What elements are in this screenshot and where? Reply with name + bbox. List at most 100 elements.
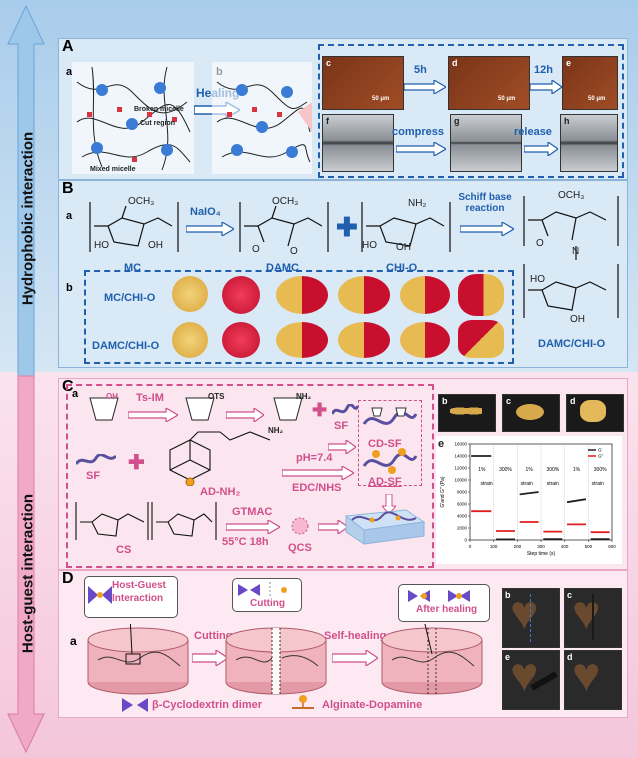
hydrogel-disk-2 [225, 627, 327, 695]
product-label: DAMC/CHI-O [538, 338, 606, 350]
gel-photo-1 [172, 276, 208, 312]
mc-och3: OCH₃ [128, 196, 155, 207]
y-axis-label: G'and G'' (Pa) [440, 476, 446, 508]
ad-nh2-label: AD-NH₂ [200, 486, 241, 498]
c-photo-b-label: b [442, 396, 448, 406]
strain-percent-annotation: 300% [546, 467, 559, 473]
x-tick-label: 300 [537, 544, 545, 549]
time-5h-label: 5h [414, 64, 427, 76]
gel-photo-2 [222, 276, 260, 314]
microscope-photo-c [322, 56, 404, 110]
strain-annotation: strain [547, 481, 559, 487]
rheology-chart-panel [436, 436, 622, 564]
cyclodextrin-oh-icon [89, 397, 119, 421]
broken-micelle-label: Broken micelle [134, 106, 184, 113]
c-plus-icon: ✚ [312, 400, 328, 420]
qcs-label: QCS [288, 542, 312, 554]
panel-b-label: B [62, 180, 74, 197]
y-tick-label: 2000 [457, 526, 468, 531]
cutting-arrow-icon [192, 650, 228, 666]
mixed-micelle-label: Mixed micelle [90, 166, 136, 173]
naio4-arrow-icon [186, 222, 234, 236]
panel-b-photo-box [84, 270, 514, 364]
qcs-gel-healed [516, 404, 544, 420]
x-tick-label: 100 [490, 544, 498, 549]
after-healing-callout [398, 584, 490, 622]
cyclodextrin-nh2-icon [273, 397, 303, 421]
gel-photo-4 [338, 276, 390, 314]
naio4-label: NaIO₄ [190, 206, 221, 218]
y-tick-label: 8000 [457, 490, 468, 495]
x-tick-label: 400 [561, 544, 569, 549]
adamantane-structure [169, 431, 271, 486]
sf-chain-icon-2 [76, 454, 116, 466]
cd-sf-box [358, 400, 422, 486]
legend-bowtie-icon [122, 698, 148, 712]
gtmac-label: GTMAC [232, 506, 273, 518]
strain-annotation: strain [521, 481, 533, 487]
y-tick-label: 16000 [454, 442, 467, 447]
chi-o-oh: OH [396, 242, 411, 253]
strain-percent-annotation: 1% [478, 467, 486, 473]
cd-sf-label: CD-SF [368, 438, 402, 450]
x-axis-label: Step time (s) [527, 551, 556, 557]
after-healing-label: After healing [416, 604, 478, 615]
photo-g-label: g [454, 116, 460, 126]
cd-sf-product-icon [362, 407, 418, 425]
sf-label-bottom: SF [86, 470, 101, 482]
gel-photo-3 [276, 276, 328, 314]
qcs-arrow-icon [318, 520, 348, 534]
arrow-g-h-icon [524, 142, 558, 156]
c-oh-label: OH [106, 392, 118, 401]
gel-photo-7 [172, 322, 208, 358]
plus-icon: ✚ [336, 212, 358, 242]
d-photo-e-label: e [505, 652, 511, 662]
microscope-photo-e [562, 56, 618, 110]
ph-arrow-icon [282, 466, 354, 480]
product-och3: OCH₃ [558, 190, 585, 201]
gel-photo-9 [276, 322, 328, 358]
product-n: N [572, 246, 580, 257]
qcs-gel-lifted [580, 400, 606, 422]
cutting-step-label: Cutting [194, 630, 233, 642]
legend-alginate-label: Alginate-Dopamine [322, 699, 423, 711]
heart-shape-e: ♥ [510, 649, 539, 702]
time-12h-label: 12h [534, 64, 553, 76]
compression-photo-g [450, 114, 522, 172]
product-oh: OH [570, 314, 585, 325]
y-tick-label: 4000 [457, 514, 468, 519]
scale-bar-e: 50 μm [588, 96, 606, 102]
heart-shape-d: ♥ [572, 649, 601, 702]
row-damc-chi-o-label: DAMC/CHI-O [92, 340, 160, 352]
row-mc-chi-o-label: MC/CHI-O [104, 292, 156, 304]
x-tick-label: 600 [608, 544, 616, 549]
panel-b-sub-b: b [66, 282, 73, 294]
host-guest-bowtie-icon [88, 586, 112, 604]
cut-bowtie-icon [238, 582, 287, 598]
gel-photo-5 [400, 276, 450, 314]
series-g-prime-segment [566, 498, 587, 504]
cut-region-label: Cut region [140, 120, 175, 127]
chi-o-structure [361, 202, 451, 252]
photo-f-label: f [326, 116, 329, 126]
arrow-f-g-icon [396, 142, 446, 156]
ots-arrow-icon [226, 408, 264, 422]
heart-photo-d [564, 650, 622, 710]
heart-photo-b [502, 588, 560, 648]
panel-b-sub-a: a [66, 210, 73, 222]
micelle-network-diagram [72, 62, 194, 174]
mc-structure [89, 202, 179, 252]
sf-label-top: SF [334, 420, 349, 432]
scale-bar-c: 50 μm [372, 96, 390, 102]
cs-structure [75, 502, 217, 540]
damc-structure [239, 202, 329, 252]
legend-cd-dimer-label: β-Cyclodextrin dimer [152, 699, 263, 711]
panel-a-sub-a: a [66, 66, 73, 78]
photo-h-label: h [564, 116, 570, 126]
release-label: release [514, 126, 552, 138]
self-healing-step-label: Self-healing [324, 630, 387, 642]
qcs-gel-pieces [450, 404, 482, 418]
healed-bowtie-icon [408, 590, 470, 602]
gel-photo-8 [222, 322, 260, 358]
c-photo-c-label: c [506, 396, 512, 406]
